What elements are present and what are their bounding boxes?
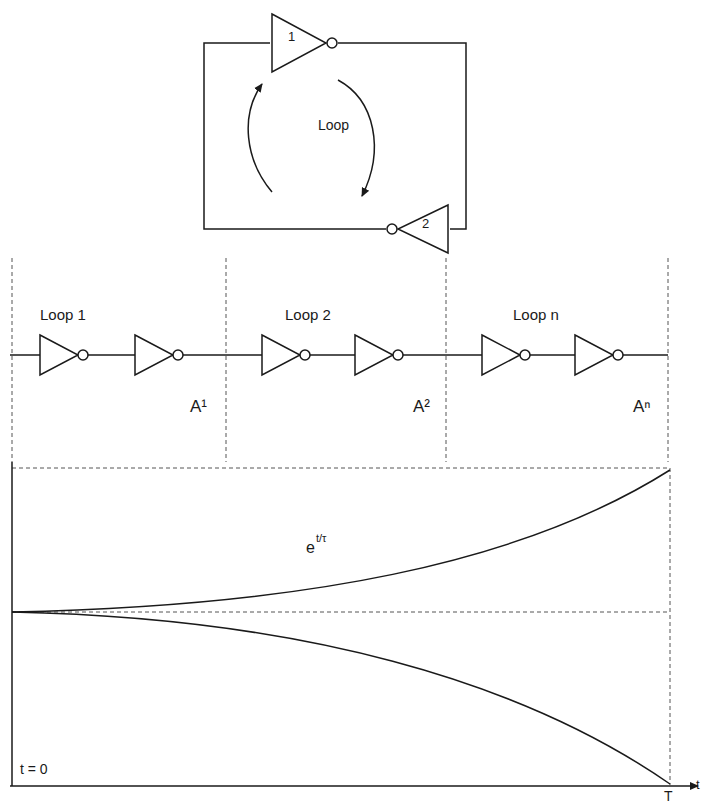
loop-wire	[204, 43, 386, 229]
section-label: Loop n	[513, 307, 559, 322]
node-label: A¹	[190, 398, 207, 415]
inverter-gate: 1	[270, 12, 338, 74]
gate-number: 1	[288, 30, 295, 43]
formula-base: e	[306, 540, 315, 556]
inverter-gate: 2	[386, 203, 450, 255]
gate-number: 2	[422, 217, 429, 230]
formula-exponent: t/τ	[316, 533, 326, 544]
loop-wire	[338, 43, 466, 229]
section-label: Loop 2	[285, 307, 331, 322]
loop-label: Loop	[318, 118, 349, 132]
inverter-symbol	[270, 12, 338, 74]
inverter-symbol	[386, 203, 450, 255]
time-label: T	[664, 789, 673, 803]
axis-label: t	[696, 778, 700, 791]
time-label: t = 0	[20, 762, 48, 776]
node-label: A²	[413, 398, 430, 415]
inverter-chain	[40, 335, 623, 375]
node-label: Aⁿ	[633, 398, 651, 415]
loop-arrow	[248, 84, 272, 192]
decay-curve	[12, 612, 670, 784]
loop-arrow	[338, 80, 374, 196]
section-label: Loop 1	[40, 307, 86, 322]
growth-curve	[12, 470, 670, 612]
